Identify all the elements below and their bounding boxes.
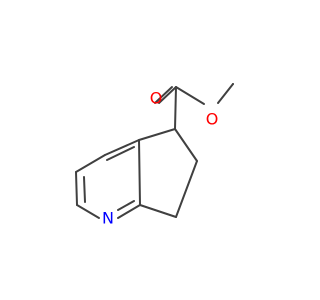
bond-c7a-c4a	[138, 139, 141, 206]
bond-n1-c7a	[117, 204, 141, 219]
atom-label-carbonyl-oxygen: O	[150, 89, 163, 108]
bond-c4-c3	[75, 154, 106, 173]
atom-label-ester-oxygen: O	[206, 110, 219, 129]
bond-c4a-c5	[138, 128, 176, 141]
bond-carbonyl-o-double-b	[158, 86, 177, 104]
bond-c3-c2	[75, 171, 78, 206]
bond-c4a-c4-inner	[106, 146, 135, 161]
bond-c2-n1	[76, 204, 100, 219]
molecule-structure: O O N	[75, 83, 234, 228]
bond-carbonyl-ester-o	[175, 86, 205, 105]
bond-c4a-c4	[104, 139, 140, 156]
bond-c5-c6	[174, 128, 198, 162]
atom-label-ring-nitrogen: N	[102, 209, 114, 228]
bond-c6-c7	[175, 160, 198, 218]
bond-n1-c7a-inner	[117, 200, 135, 211]
bond-carbonyl-o-double-a	[154, 86, 173, 104]
bond-ester-o-methyl	[217, 83, 234, 104]
bond-c5-carbonyl	[174, 86, 177, 130]
molecule-canvas: O O N	[75, 83, 234, 228]
bond-c3-c2-inner	[83, 176, 86, 203]
bond-c7-c7a	[139, 204, 177, 218]
